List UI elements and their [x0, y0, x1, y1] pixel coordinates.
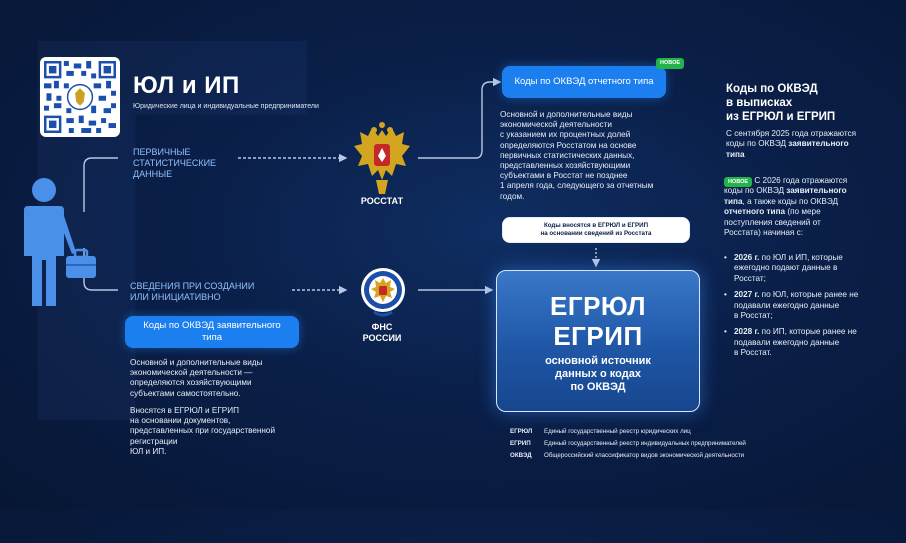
declared-type-codes-label: Коды по ОКВЭД заявительного типа	[143, 320, 281, 343]
qr-code-icon	[44, 61, 116, 133]
new-badge-report: НОВОЕ	[656, 58, 685, 69]
right-column-title: Коды по ОКВЭД в выписках из ЕГРЮЛ и ЕГРИ…	[726, 83, 836, 123]
rosstat-label: РОССТАТ	[360, 196, 404, 206]
rosstat-eagle-emblem-icon	[354, 122, 410, 194]
flow-connectors	[83, 77, 601, 295]
qr-code[interactable]	[40, 57, 120, 137]
report-type-codes-button[interactable]: Коды по ОКВЭД отчетного типа	[502, 66, 666, 98]
fns-emblem-icon	[361, 268, 405, 317]
fns-label: ФНС РОССИИ	[362, 322, 402, 343]
person-with-briefcase-icon	[24, 178, 96, 306]
registry-title: ЕГРЮЛ ЕГРИП	[550, 291, 646, 351]
connector-person-to-creation	[83, 248, 118, 291]
report-type-codes-label: Коды по ОКВЭД отчетного типа	[514, 76, 654, 87]
page-title: ЮЛ и ИП	[133, 72, 240, 99]
new-badge-right: НОВОЕ	[724, 177, 753, 187]
report-type-description: Основной и дополнительные виды экономиче…	[500, 110, 654, 201]
primary-statistical-data-label: ПЕРВИЧНЫЕ СТАТИСТИЧЕСКИЕ ДАННЫЕ	[133, 147, 217, 179]
creation-data-label: СВЕДЕНИЯ ПРИ СОЗДАНИИ ИЛИ ИНИЦИАТИВНО	[130, 281, 255, 302]
connector-person-to-primary	[83, 157, 118, 212]
right-paragraph-2026: НОВОЕ С 2026 года отражаются коды по ОКВ…	[724, 176, 848, 238]
rosstat-data-entry-box: Коды вносятся в ЕГРЮЛ и ЕГРИП на основан…	[502, 217, 690, 243]
declared-type-codes-button[interactable]: Коды по ОКВЭД заявительного типа	[125, 316, 299, 348]
declared-type-description: Основной и дополнительные виды экономиче…	[130, 358, 263, 398]
registry-subtitle: основной источник данных о кодах по ОКВЭ…	[545, 355, 651, 393]
registration-description: Вносятся в ЕГРЮЛ и ЕГРИП на основании до…	[130, 406, 276, 456]
page-subtitle: Юридические лица и индивидуальные предпр…	[133, 103, 319, 110]
right-paragraph-2025: С сентября 2025 года отражаются коды по …	[726, 129, 857, 159]
connector-rosstat-to-report	[418, 77, 502, 159]
egrul-egrip-registry-box: ЕГРЮЛ ЕГРИП основной источник данных о к…	[496, 270, 700, 412]
bullet-item-2026: • 2026 г. по ЮЛ и ИП, которые ежегодно п…	[724, 253, 843, 283]
bullet-item-2027: • 2027 г. по ЮЛ, которые ранее не подава…	[724, 290, 859, 321]
right-bullet-list: • 2026 г. по ЮЛ и ИП, которые ежегодно п…	[724, 253, 902, 359]
bullet-item-2028: • 2028 г. по ИП, которые ранее не подава…	[724, 327, 857, 358]
